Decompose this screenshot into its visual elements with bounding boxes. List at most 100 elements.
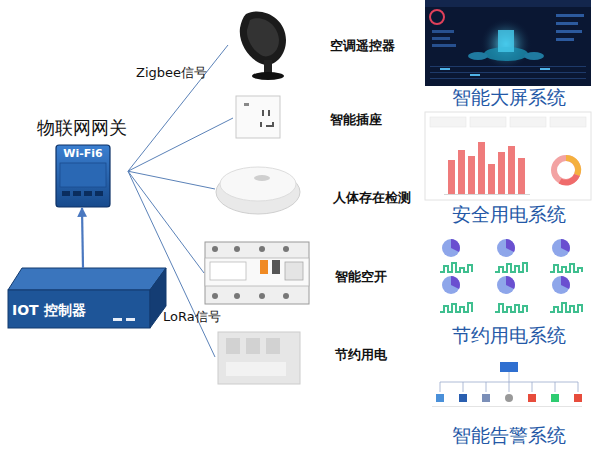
controller-label: IOT 控制器	[12, 302, 112, 318]
signal-label: LoRa信号	[163, 310, 221, 325]
donut-segment	[566, 158, 578, 175]
pie-chart	[497, 276, 515, 294]
wireless-link	[128, 171, 204, 273]
alarm-icon	[574, 394, 582, 402]
socket-hole	[272, 122, 274, 127]
system-panel: 智能告警系统	[425, 353, 593, 453]
screen-glow	[480, 18, 532, 70]
controller-led	[113, 318, 122, 321]
screen-bar	[556, 22, 578, 25]
breaker-switch	[260, 260, 268, 274]
chart-bar	[498, 152, 505, 194]
breaker-module	[210, 262, 246, 280]
pie-chart	[442, 239, 460, 257]
gateway-model: Wi-Fi6	[56, 148, 110, 161]
gateway-port	[73, 191, 81, 196]
signal-label: Zigbee信号	[136, 66, 207, 81]
pie-chart	[497, 239, 515, 257]
screen-cell	[470, 74, 480, 76]
device-node: 人体存在检测	[215, 160, 415, 218]
donut-ring	[554, 158, 578, 182]
mini-bars	[550, 303, 582, 312]
chart-axis	[444, 194, 530, 196]
screen-cell	[540, 68, 550, 70]
pie-chart	[442, 276, 460, 294]
system-caption: 节约用电系统	[434, 325, 584, 347]
screen-tower	[498, 30, 514, 52]
device-label: 节约用电	[335, 348, 397, 363]
remote-illustration	[240, 12, 286, 80]
stat-card	[430, 117, 466, 127]
breaker-middle	[205, 258, 309, 286]
breaker-screw	[259, 246, 265, 252]
device-label: 智能空开	[335, 270, 397, 285]
breaker-screw	[212, 246, 218, 252]
chart-bar	[458, 150, 465, 194]
pie-chart	[552, 239, 570, 257]
device-node: 节约用电	[215, 328, 401, 386]
gateway-title: 物联网网关	[36, 118, 128, 139]
alarm-icon	[482, 394, 490, 402]
screen-row	[430, 78, 586, 79]
alarm-icon	[528, 394, 536, 402]
remote-body	[240, 12, 286, 65]
alarm-screenshot	[425, 355, 591, 421]
sensor-top	[220, 167, 296, 201]
pie-chart	[552, 276, 570, 294]
socket-hole	[268, 110, 270, 116]
remote-base	[252, 72, 284, 80]
pie-slice	[506, 276, 515, 289]
screen-bar	[556, 38, 574, 41]
socket-hole	[266, 125, 272, 127]
screen-bar	[432, 37, 450, 40]
socket-indicator	[244, 103, 249, 106]
screen-bar	[432, 44, 456, 47]
screen-background	[425, 112, 591, 200]
safety-screenshot	[425, 112, 591, 200]
breaker-screw	[283, 246, 289, 252]
alarm-icon	[436, 394, 444, 402]
gateway-node: 物联网网关 Wi-Fi6	[36, 116, 128, 208]
device-node: 智能插座	[233, 94, 393, 142]
screen-platform	[524, 52, 544, 60]
alarm-row	[432, 406, 582, 407]
screen-background	[425, 0, 591, 86]
screen-platform	[468, 52, 488, 60]
chart-bar	[448, 160, 455, 194]
breaker-screw	[283, 293, 289, 299]
chart-bar	[468, 156, 475, 194]
screen-background	[425, 355, 591, 421]
system-caption: 智能告警系统	[434, 425, 584, 447]
pie-slice	[451, 239, 460, 252]
alarm-icon	[459, 394, 467, 402]
gateway-device	[56, 145, 110, 207]
screen-bar	[432, 30, 454, 33]
alarm-icon	[551, 394, 559, 402]
socket-plate	[236, 96, 280, 138]
breaker-illustration	[205, 242, 309, 304]
donut-segment	[560, 175, 577, 183]
saver-terminal	[246, 338, 260, 354]
breaker-body	[205, 242, 309, 304]
controller-front	[8, 290, 150, 328]
screen-bar	[556, 14, 584, 17]
saver-terminal	[226, 338, 240, 354]
controller-top	[8, 268, 166, 290]
chart-bar	[488, 164, 495, 194]
mini-bars	[550, 264, 582, 272]
system-caption: 智能大屏系统	[434, 87, 584, 109]
mini-bars	[495, 263, 527, 272]
breaker-switch	[272, 260, 280, 274]
saving-screenshot	[425, 235, 591, 322]
chart-bar	[478, 142, 485, 194]
stat-card	[510, 117, 546, 127]
mini-bars	[495, 304, 527, 312]
breaker-screw	[234, 246, 240, 252]
device-label: 人体存在检测	[333, 191, 415, 206]
pie-slice	[561, 276, 570, 289]
wireless-link	[128, 171, 215, 189]
screen-gauge	[430, 10, 444, 24]
system-caption: 安全用电系统	[434, 204, 584, 226]
mini-bars	[440, 263, 472, 272]
